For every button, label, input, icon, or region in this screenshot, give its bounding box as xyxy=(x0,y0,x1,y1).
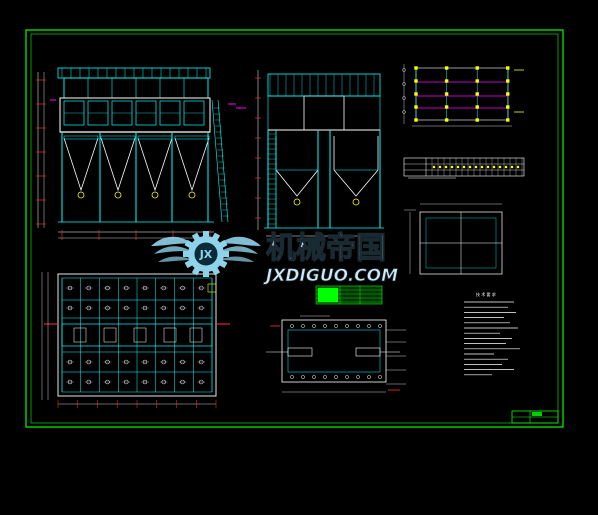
watermark-brand-cn: 机械帝国 xyxy=(266,231,386,266)
section-view xyxy=(266,315,406,393)
gear-wings-logo: JX xyxy=(151,231,261,277)
foundation-plan-view xyxy=(402,64,524,127)
tech-notes-heading: 技 术 要 求 xyxy=(476,291,496,297)
drawing-frame xyxy=(25,29,564,428)
side-elevation-view xyxy=(236,70,384,237)
detail-view-right xyxy=(404,203,503,275)
logo-letters: JX xyxy=(199,248,213,261)
watermark: JX 机械帝国 JXDIGUO.COM xyxy=(151,230,398,286)
parts-table xyxy=(403,157,525,179)
technical-notes: 技 术 要 求 xyxy=(464,291,520,376)
legend-block xyxy=(315,285,383,305)
title-block xyxy=(511,410,559,424)
watermark-brand-en: JXDIGUO.COM xyxy=(263,266,398,286)
front-elevation-view xyxy=(36,67,236,240)
top-plan-view xyxy=(41,272,230,408)
